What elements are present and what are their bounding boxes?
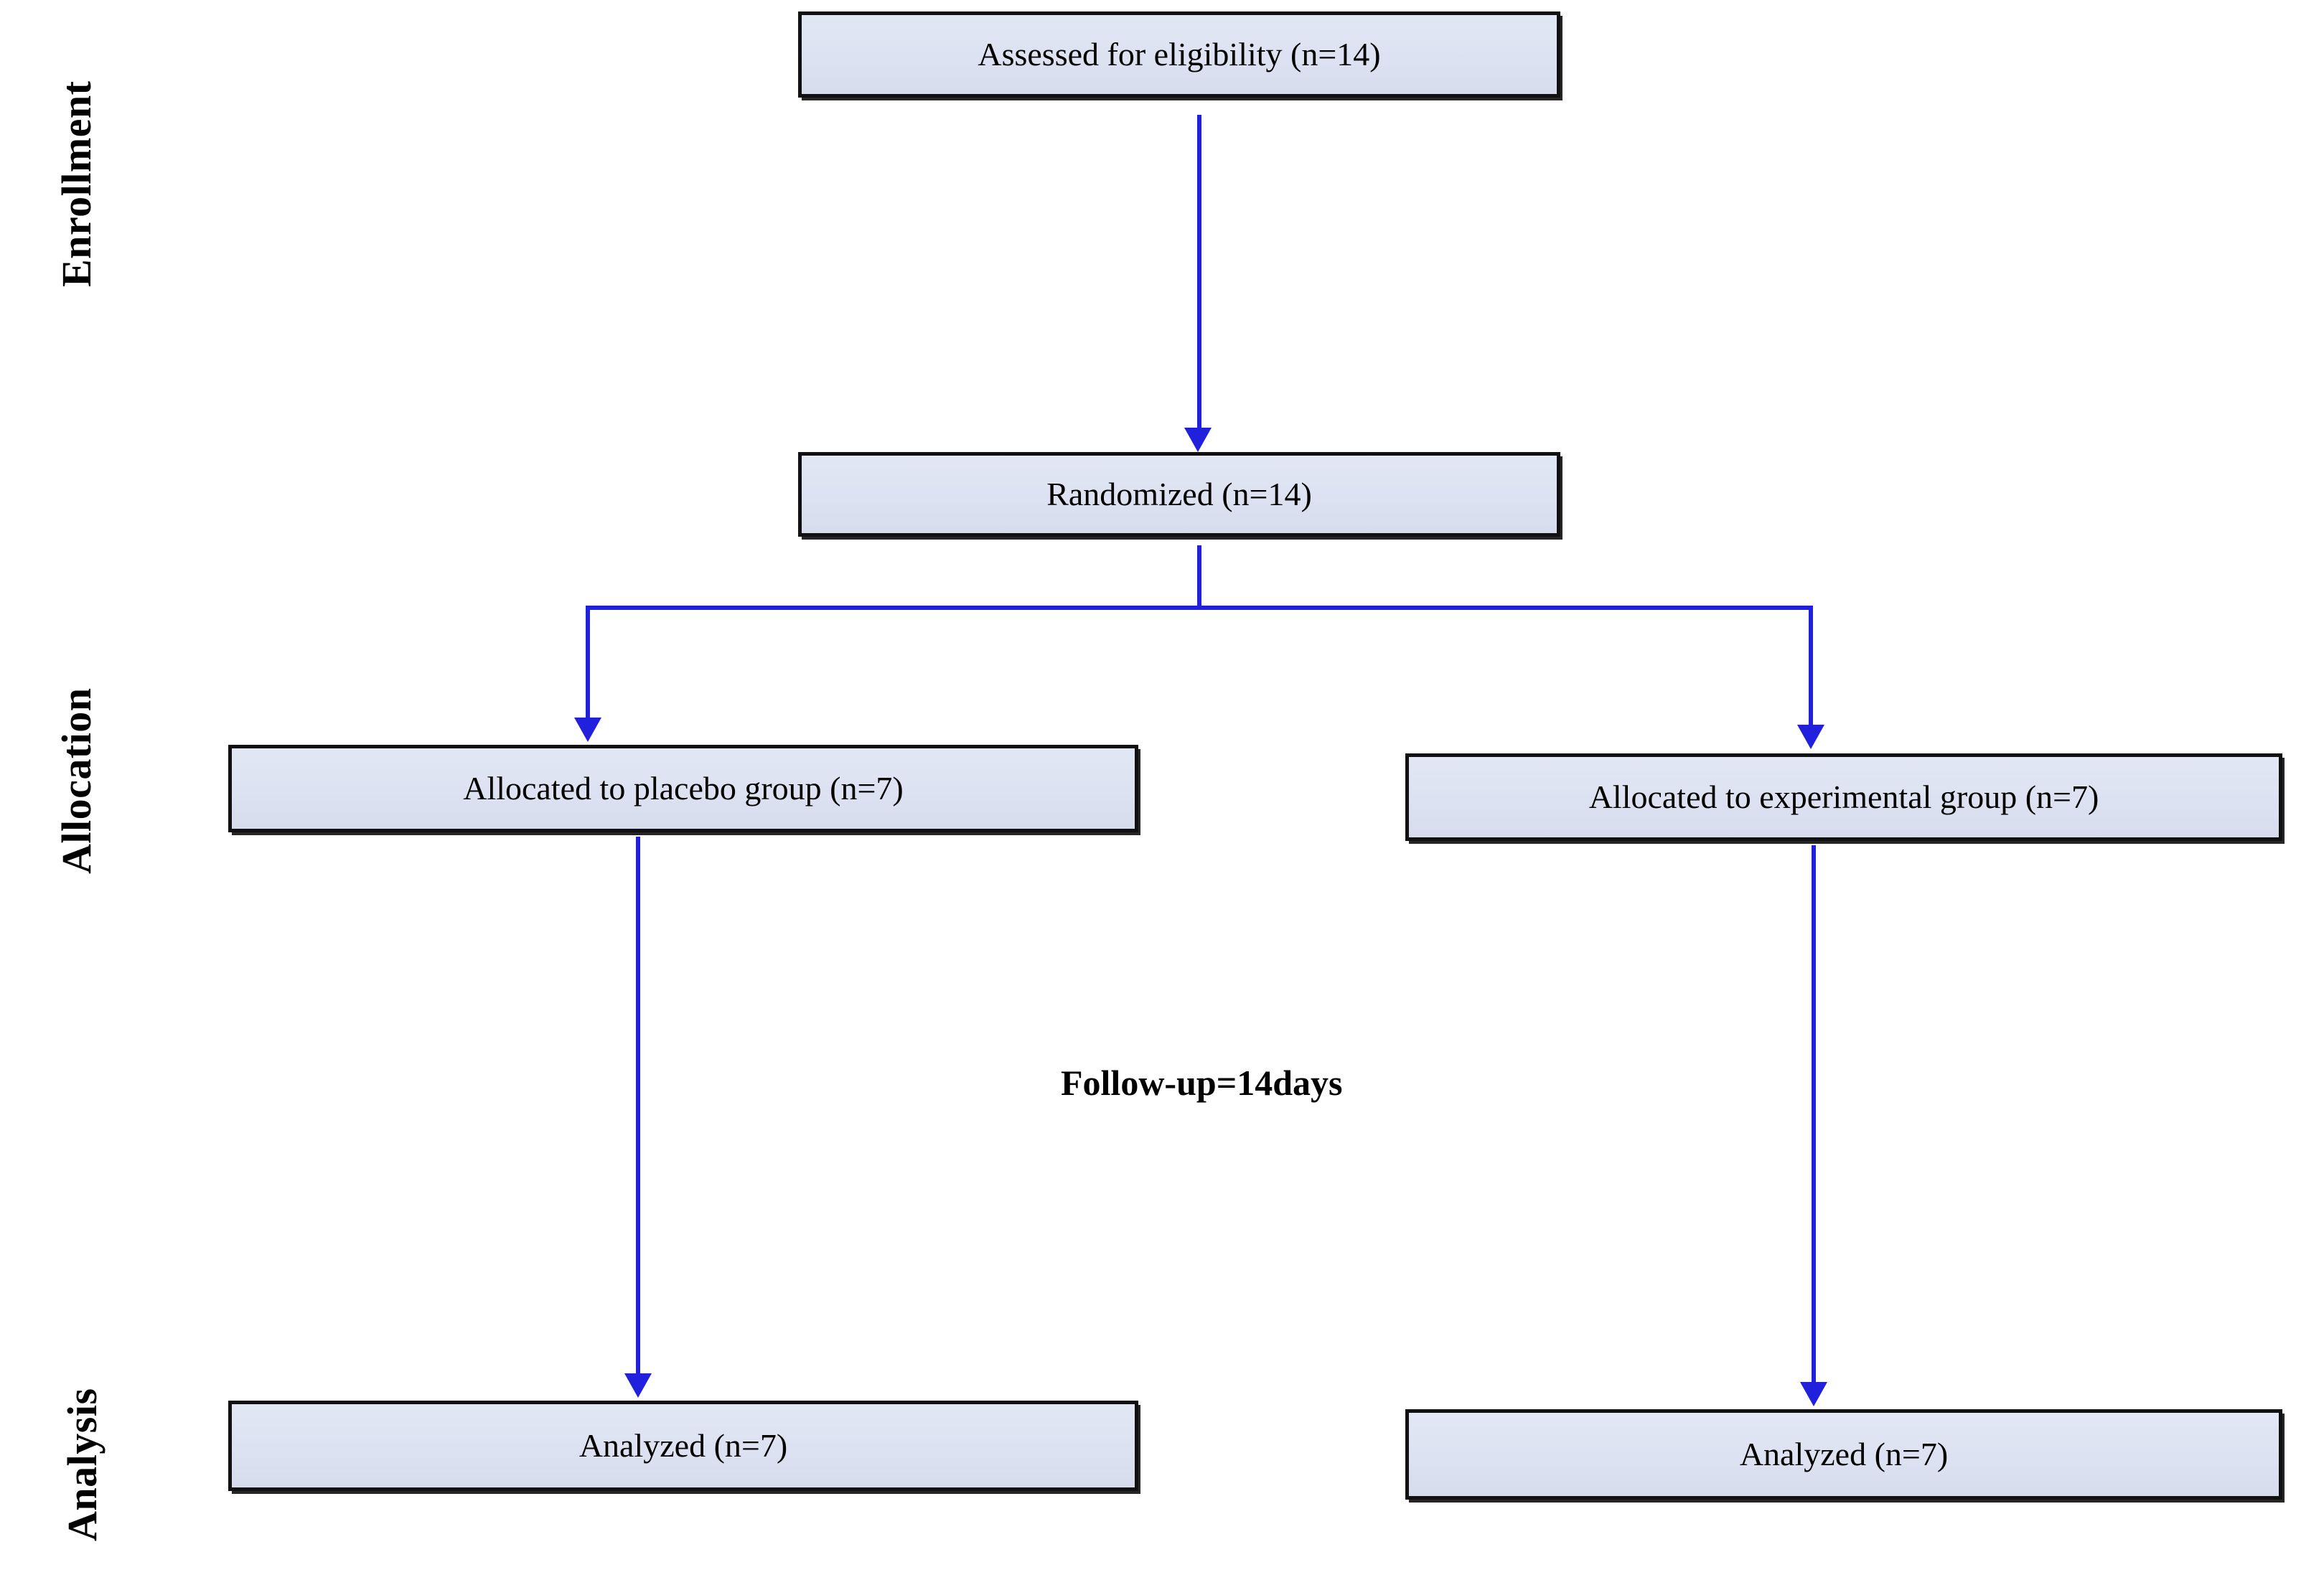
connector-split-left-drop — [586, 606, 590, 720]
follow-up-annotation: Follow-up=14days — [1061, 1063, 1343, 1103]
arrowhead-analyzed-placebo — [624, 1373, 652, 1398]
connector-experimental-to-analysis — [1812, 845, 1816, 1385]
box-analyzed-placebo-group[interactable]: Analyzed (n=7) — [228, 1401, 1138, 1491]
connector-split-horizontal — [586, 606, 1813, 610]
arrowhead-analyzed-experimental — [1800, 1382, 1827, 1406]
box-allocated-experimental-group[interactable]: Allocated to experimental group (n=7) — [1405, 753, 2282, 841]
stage-label-allocation: Allocation — [53, 687, 100, 874]
arrowhead-randomized — [1184, 428, 1212, 452]
box-allocated-placebo-group[interactable]: Allocated to placebo group (n=7) — [228, 745, 1138, 832]
stage-label-enrollment: Enrollment — [53, 80, 100, 288]
connector-placebo-to-analysis — [636, 837, 640, 1376]
box-analyzed-experimental-group[interactable]: Analyzed (n=7) — [1405, 1409, 2282, 1500]
connector-randomized-stem — [1197, 545, 1201, 610]
stage-label-analysis: Analysis — [59, 1388, 106, 1541]
box-assessed-for-eligibility[interactable]: Assessed for eligibility (n=14) — [798, 11, 1560, 98]
connector-split-right-drop — [1809, 606, 1813, 728]
connector-assessed-to-randomized — [1197, 115, 1201, 431]
box-randomized[interactable]: Randomized (n=14) — [798, 452, 1560, 537]
arrowhead-allocated-placebo — [574, 718, 601, 742]
arrowhead-allocated-experimental — [1797, 725, 1824, 749]
